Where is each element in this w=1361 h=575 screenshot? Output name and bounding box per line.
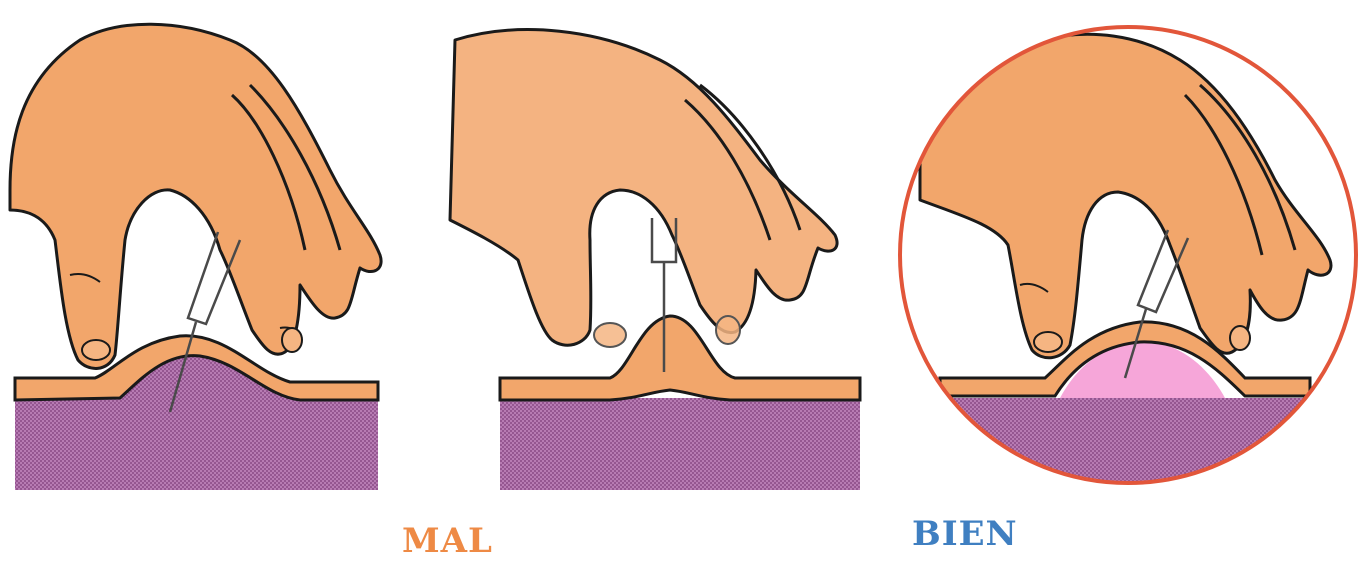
thumbnail	[82, 340, 110, 360]
thumbnail	[1034, 332, 1062, 352]
fingernail	[282, 328, 302, 352]
panel-correct-angle	[900, 25, 1360, 490]
fingernail	[716, 316, 740, 344]
muscle-layer	[15, 351, 378, 490]
thumbnail	[594, 323, 626, 347]
pinching-hand	[10, 24, 381, 368]
right-label: BIEN	[912, 517, 1018, 551]
muscle-layer	[500, 398, 860, 490]
fingernail	[1230, 326, 1250, 350]
pinching-hand	[450, 30, 837, 346]
wrong-label: MAL	[402, 524, 493, 558]
panel-wrong-vertical	[450, 30, 860, 490]
panel-wrong-angle	[10, 24, 381, 490]
